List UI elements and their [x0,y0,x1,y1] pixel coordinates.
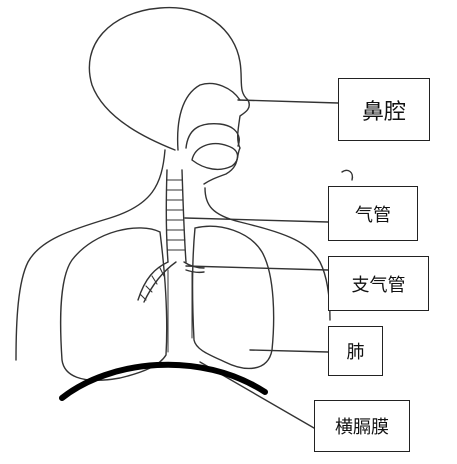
label-bronchus: 支气管 [328,256,429,311]
pointer-bronchus [185,265,329,271]
label-lung-text: 肺 [346,342,365,363]
right-neck-shoulder [204,187,331,321]
label-trachea-text: 气管 [355,204,391,226]
head-outline [88,6,250,185]
left-bronchus [137,261,177,303]
right-bronchus [183,261,205,274]
mouth-cavity-outline [185,123,240,149]
mark-small [341,169,354,181]
nasal-cavity-outline [176,82,241,151]
label-diaphragm-text: 横膈膜 [335,417,389,438]
trachea-left-wall [165,169,169,263]
label-nasal-cavity: 鼻腔 [338,78,430,141]
label-bronchus-text: 支气管 [351,274,406,296]
left-bronchus-rings [139,267,165,301]
pointer-trachea [184,217,329,223]
label-nasal-cavity-text: 鼻腔 [361,99,406,125]
diaphragm-band [59,361,268,401]
label-diaphragm: 横膈膜 [314,400,410,452]
pointer-nasal [237,99,339,104]
tongue-outline [191,142,239,171]
label-lung: 肺 [328,326,383,376]
label-trachea: 气管 [328,186,418,241]
left-lung [59,227,168,381]
right-lung [191,225,275,370]
left-neck-shoulder [15,149,166,361]
pointer-lung [249,349,329,353]
trachea-rings [166,179,186,251]
trachea-right-wall [181,169,187,263]
